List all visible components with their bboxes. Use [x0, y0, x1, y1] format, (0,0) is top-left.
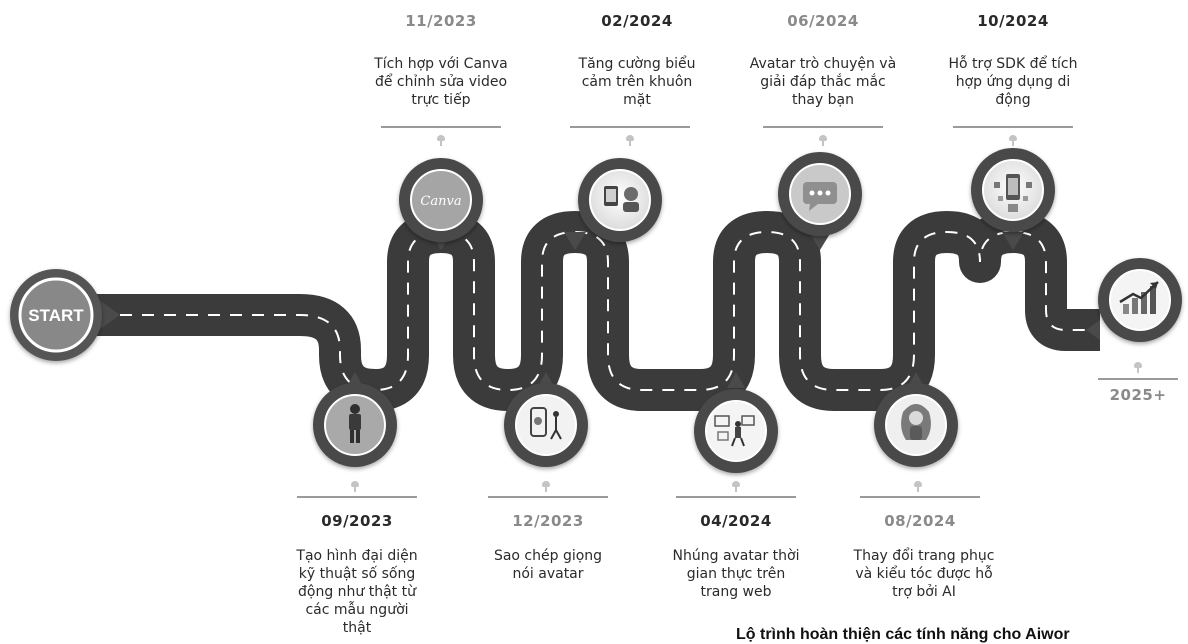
pin-icon: [349, 481, 361, 493]
milestone-date: 02/2024: [601, 12, 673, 30]
milestone-divider: [953, 126, 1073, 128]
milestone-date: 10/2024: [977, 12, 1049, 30]
milestone-description: Thay đổi trang phục và kiểu tóc được hỗ …: [824, 547, 1024, 601]
milestone-description: Sao chép giọng nói avatar: [458, 547, 638, 583]
milestone-description: Avatar trò chuyện và giải đáp thắc mắc t…: [723, 55, 923, 109]
start-badge: START: [10, 269, 120, 361]
pin-icon: [624, 135, 636, 147]
pin-icon: [730, 481, 742, 493]
start-label: START: [28, 306, 84, 325]
milestone-divider: [763, 126, 883, 128]
road: [95, 232, 1100, 390]
milestone-description: Tăng cường biểu cảm trên khuôn mặt: [547, 55, 727, 109]
milestone-date: 04/2024: [700, 512, 772, 530]
ai-styling-icon: [901, 404, 931, 440]
milestone-divider: [570, 126, 690, 128]
milestone-description: Nhúng avatar thời gian thực trên trang w…: [646, 547, 826, 601]
milestone-description: Hỗ trợ SDK để tích hợp ứng dụng di động: [913, 55, 1113, 109]
pin-icon: [912, 481, 924, 493]
milestone-divider: [1098, 378, 1178, 380]
milestone-date: 08/2024: [884, 512, 956, 530]
roadmap-caption: Lộ trình hoàn thiện các tính năng cho Ai…: [736, 626, 1070, 644]
milestone-divider: [381, 126, 501, 128]
pin-icon: [1132, 362, 1144, 374]
pin-icon: [1007, 135, 1019, 147]
pin-icon: [817, 135, 829, 147]
milestone-description: Tích hợp với Canva để chỉnh sửa video tr…: [341, 55, 541, 109]
pin-icon: [540, 481, 552, 493]
milestone-description: Tạo hình đại diện kỹ thuật số sống động …: [267, 547, 447, 637]
milestone-date: 2025+: [1110, 386, 1167, 404]
pin-icon: [435, 135, 447, 147]
milestone-date: 06/2024: [787, 12, 859, 30]
future-marker-2025: [1086, 258, 1182, 342]
milestone-date: 09/2023: [321, 512, 393, 530]
canva-logo-icon: Canva: [420, 194, 461, 209]
top-marker-02-2024: [564, 158, 662, 250]
milestone-divider: [860, 496, 980, 498]
milestone-date: 11/2023: [405, 12, 477, 30]
milestone-divider: [488, 496, 608, 498]
milestone-divider: [297, 496, 417, 498]
milestone-date: 12/2023: [512, 512, 584, 530]
milestone-divider: [676, 496, 796, 498]
